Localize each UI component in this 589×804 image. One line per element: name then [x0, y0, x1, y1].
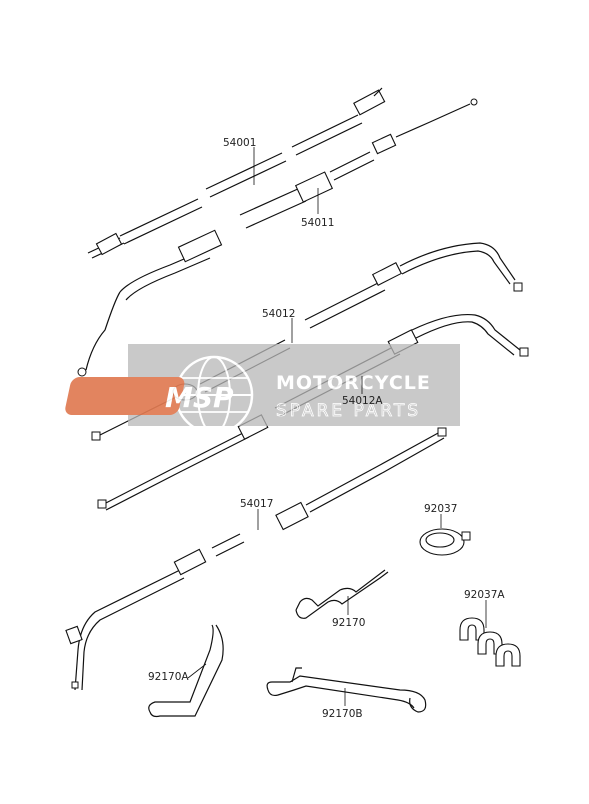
clamp-92037a[interactable] — [459, 617, 521, 667]
label-92037a: 92037A — [464, 589, 505, 601]
label-54012: 54012 — [262, 308, 295, 320]
watermark-subtitle: SPARE PARTS — [276, 401, 421, 421]
watermark-logo-text: MSP — [165, 381, 234, 414]
label-92170a: 92170A — [148, 671, 189, 683]
part-labels: 54001 54011 54012 54012A 54017 92037 920… — [148, 137, 505, 720]
grommet-92037[interactable] — [419, 528, 471, 556]
clip-92170[interactable] — [295, 569, 389, 619]
label-54017: 54017 — [240, 498, 273, 510]
label-54011: 54011 — [301, 217, 334, 229]
cable-54011[interactable] — [77, 98, 478, 377]
label-92170: 92170 — [332, 617, 365, 629]
watermark: MSP MOTORCYCLE SPARE PARTS — [65, 344, 460, 435]
cable-54001[interactable] — [87, 87, 386, 259]
watermark-logo-badge — [65, 377, 185, 415]
clip-92170b[interactable] — [266, 667, 427, 713]
clip-92170a[interactable] — [148, 624, 224, 718]
leader-lines — [187, 147, 487, 706]
label-54012a: 54012A — [342, 395, 383, 407]
label-92170b: 92170B — [322, 708, 363, 720]
label-54001: 54001 — [223, 137, 256, 149]
label-92037: 92037 — [424, 503, 457, 515]
cable-54017[interactable] — [65, 427, 447, 691]
watermark-title: MOTORCYCLE — [276, 372, 431, 394]
